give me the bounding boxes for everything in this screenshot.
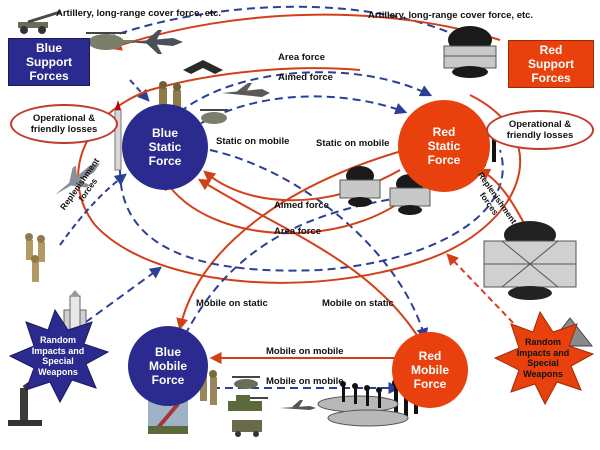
jet-icon [54, 163, 100, 195]
arrow-red-mobile-on-static [197, 178, 421, 341]
missile-icon [114, 100, 122, 171]
alien-saucer-icon [443, 26, 497, 78]
static-on-mobile-blue-label: Static on mobile [216, 136, 290, 147]
blue-operational-losses-oval: Operational & friendly losses [10, 104, 118, 144]
red-random-impacts-label: Random Impacts and Special Weapons [516, 337, 570, 379]
arrow-outer-blue-loop [119, 149, 504, 272]
blue-static-force-node: Blue Static Force [122, 104, 208, 190]
mobile-on-static-left-label: Mobile on static [196, 298, 268, 309]
jet-icon [128, 30, 183, 54]
bomber-icon [222, 83, 270, 97]
alien-saucer-icon [483, 221, 577, 300]
area-force-mid-label: Area force [274, 226, 321, 237]
red-random-star [493, 310, 595, 406]
arrow-blue-support-static [129, 79, 150, 102]
jet-icon [280, 400, 316, 410]
blue-random-star [8, 308, 110, 404]
arrow-blue-replenishment [59, 173, 127, 246]
cannon-icon [18, 10, 61, 34]
red-static-force-node: Red Static Force [398, 100, 490, 192]
helicopter-icon [200, 109, 228, 124]
alien-saucer-icon [389, 174, 431, 215]
stealth-bomber-icon [183, 60, 223, 74]
arrow-red-random [446, 253, 521, 331]
mobile-on-mobile-bottom-label: Mobile on mobile [266, 376, 344, 387]
arrow-outer-red-loop [77, 67, 522, 284]
arrow-red-area-force [163, 177, 421, 235]
helicopter-icon [86, 32, 134, 50]
mobile-on-mobile-top-label: Mobile on mobile [266, 346, 344, 357]
arrow-blue-static-on-mobile [209, 149, 429, 341]
red-support-forces-box: Red Support Forces [508, 40, 594, 88]
soldier-icon [25, 233, 45, 282]
arrow-area-force-top [179, 71, 433, 113]
red-operational-losses-oval: Operational & friendly losses [486, 110, 594, 150]
blue-random-impacts-label: Random Impacts and Special Weapons [31, 335, 85, 377]
arrow-blue-mobile-on-static [184, 190, 423, 336]
helicopter-icon [232, 376, 260, 389]
blue-support-forces-box: Blue Support Forces [8, 38, 90, 86]
artillery-label-blue: Artillery, long-range cover force, etc. [56, 8, 222, 19]
microscope-icon [8, 377, 42, 426]
alien-figure-icon [340, 381, 382, 408]
mobile-on-static-right-label: Mobile on static [322, 298, 394, 309]
arrow-artillery-blue [94, 5, 473, 44]
aimed-force-mid-label: Aimed force [274, 200, 329, 211]
arrow-blue-random [74, 266, 162, 331]
static-on-mobile-red-label: Static on mobile [316, 138, 390, 149]
tank-icon [228, 395, 268, 411]
arrow-aimed-force-top [189, 95, 408, 131]
arrow-artillery-red [109, 13, 501, 51]
aimed-force-top-label: Aimed force [278, 72, 333, 83]
arrow-red-static-on-mobile [176, 149, 406, 331]
artillery-label-red: Artillery, long-range cover force, etc. [368, 10, 534, 21]
blue-mobile-force-node: Blue Mobile Force [128, 326, 208, 406]
apc-icon [232, 420, 262, 437]
area-force-top-label: Area force [278, 52, 325, 63]
red-mobile-force-node: Red Mobile Force [392, 332, 468, 408]
alien-saucer-icon [339, 166, 381, 207]
